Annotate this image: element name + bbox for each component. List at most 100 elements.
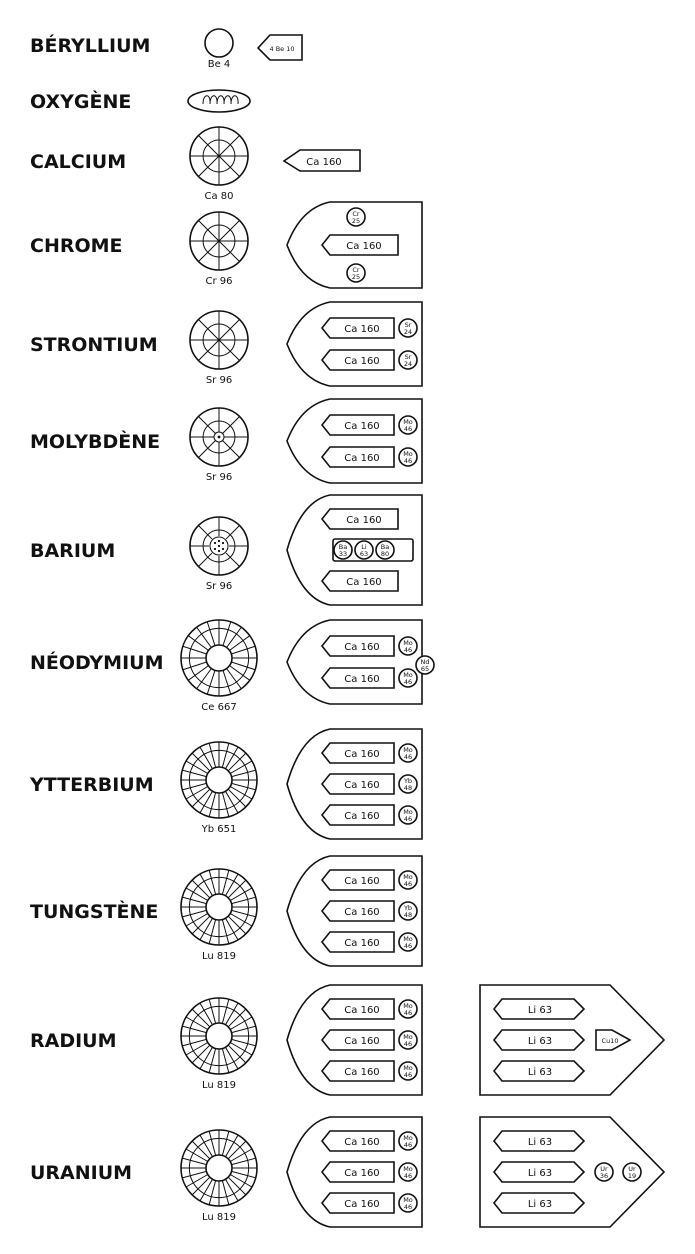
atom-spoke	[182, 769, 207, 778]
ball-number: 25	[352, 217, 360, 225]
ball-tray	[332, 538, 414, 562]
atom-spoke	[185, 1016, 208, 1030]
bar-label: Ca 160	[346, 577, 381, 588]
atom-spoke	[187, 635, 209, 651]
atom-spoke	[199, 918, 213, 941]
bar-label: Ca 160	[344, 907, 379, 918]
atom-symbol: Sr 96	[189, 407, 249, 483]
capsule-bar: Li 63	[492, 1192, 586, 1214]
atom-label: Lu 819	[202, 951, 236, 962]
atom-spoke	[191, 1140, 211, 1160]
atom-ellipse	[187, 89, 251, 113]
ball-number: 19	[628, 1172, 636, 1180]
ball-number: 46	[404, 815, 412, 823]
atom-spoke	[231, 1025, 256, 1034]
ball-number: 46	[404, 942, 412, 950]
atom-symbol: Yb 651	[180, 741, 258, 835]
atom-label: Ca 80	[204, 191, 233, 202]
ball-symbol: Mo	[403, 1033, 413, 1041]
atom-spoke	[225, 552, 240, 567]
atom-spoke	[221, 870, 230, 895]
atom-spoke	[225, 791, 239, 814]
atom-spoke	[230, 786, 253, 800]
ball-number: 46	[404, 753, 412, 761]
tip-label: Cu10	[602, 1037, 619, 1045]
bar-label: Ca 160	[344, 749, 379, 760]
atom-spoke	[185, 1042, 208, 1056]
atom-spoke	[185, 913, 208, 927]
pencil-bar: Ca 160	[320, 900, 395, 922]
pencil-bar: Ca 160	[320, 742, 395, 764]
atom-spoke	[196, 668, 212, 690]
atom-spoke	[182, 909, 207, 918]
capsule-outline	[492, 1130, 586, 1152]
ball-symbol: Ba	[339, 543, 347, 551]
capsule-outline	[492, 998, 586, 1020]
atom-spoke	[218, 319, 240, 341]
bar-outline	[320, 570, 399, 592]
atom-spoke	[227, 879, 247, 899]
element-name: MOLYBDÈNE	[30, 430, 160, 453]
ball-symbol: Mo	[403, 1064, 413, 1072]
atom-spoke	[199, 791, 213, 814]
atom-spoke	[225, 746, 239, 769]
capsule-outline	[492, 1029, 586, 1051]
atom-spoke	[208, 919, 217, 944]
ball-number: 24	[404, 360, 412, 368]
atom-spoke	[199, 1179, 213, 1202]
ball-symbol: Mo	[403, 1196, 413, 1204]
atom-spoke	[230, 760, 253, 774]
element-name: URANIUM	[30, 1162, 132, 1184]
capsule-bar: Li 63	[492, 1130, 586, 1152]
atom-spoke	[198, 552, 213, 567]
ball-circle	[622, 1162, 642, 1182]
atom-label: Lu 819	[202, 1080, 236, 1091]
atom-spoke	[208, 1131, 217, 1156]
atom-spoke	[196, 626, 212, 648]
pencil-bar: Ca 160	[320, 446, 395, 468]
bar-label: Ca 160	[344, 421, 379, 432]
atom-symbol: Lu 819	[180, 1129, 258, 1223]
atom-spoke	[191, 1044, 211, 1064]
arrow-outline	[479, 1116, 666, 1228]
ball-circle	[398, 1193, 418, 1213]
atom-symbol: Sr 96	[189, 516, 249, 592]
atom-spoke	[182, 1170, 207, 1179]
atom-core-dot	[221, 547, 225, 551]
element-name: CHROME	[30, 235, 123, 257]
atom-label: Ce 667	[201, 702, 236, 713]
bar-outline	[320, 1029, 395, 1051]
pencil-bar: Ca 160	[320, 1130, 395, 1152]
pencil-figure: Ca 160	[282, 149, 361, 172]
ball-symbol: Sr	[405, 321, 412, 329]
capsule-label: Li 63	[528, 1137, 552, 1148]
atom-spoke	[206, 621, 216, 646]
atom-symbol: Lu 819	[180, 868, 258, 962]
atom-spoke	[185, 1174, 208, 1188]
atom-spoke	[225, 918, 239, 941]
capsule-label: Li 63	[528, 1199, 552, 1210]
ball-number: 65	[421, 665, 429, 673]
pencil-bar: Ca 160	[320, 998, 395, 1020]
pencil-bar: Ca 160	[320, 804, 395, 826]
ball-symbol: Mo	[403, 450, 413, 458]
bar-outline	[320, 742, 395, 764]
pentagon-outline	[256, 34, 303, 61]
ball-circle	[333, 540, 353, 560]
atom-spoke	[206, 670, 216, 695]
